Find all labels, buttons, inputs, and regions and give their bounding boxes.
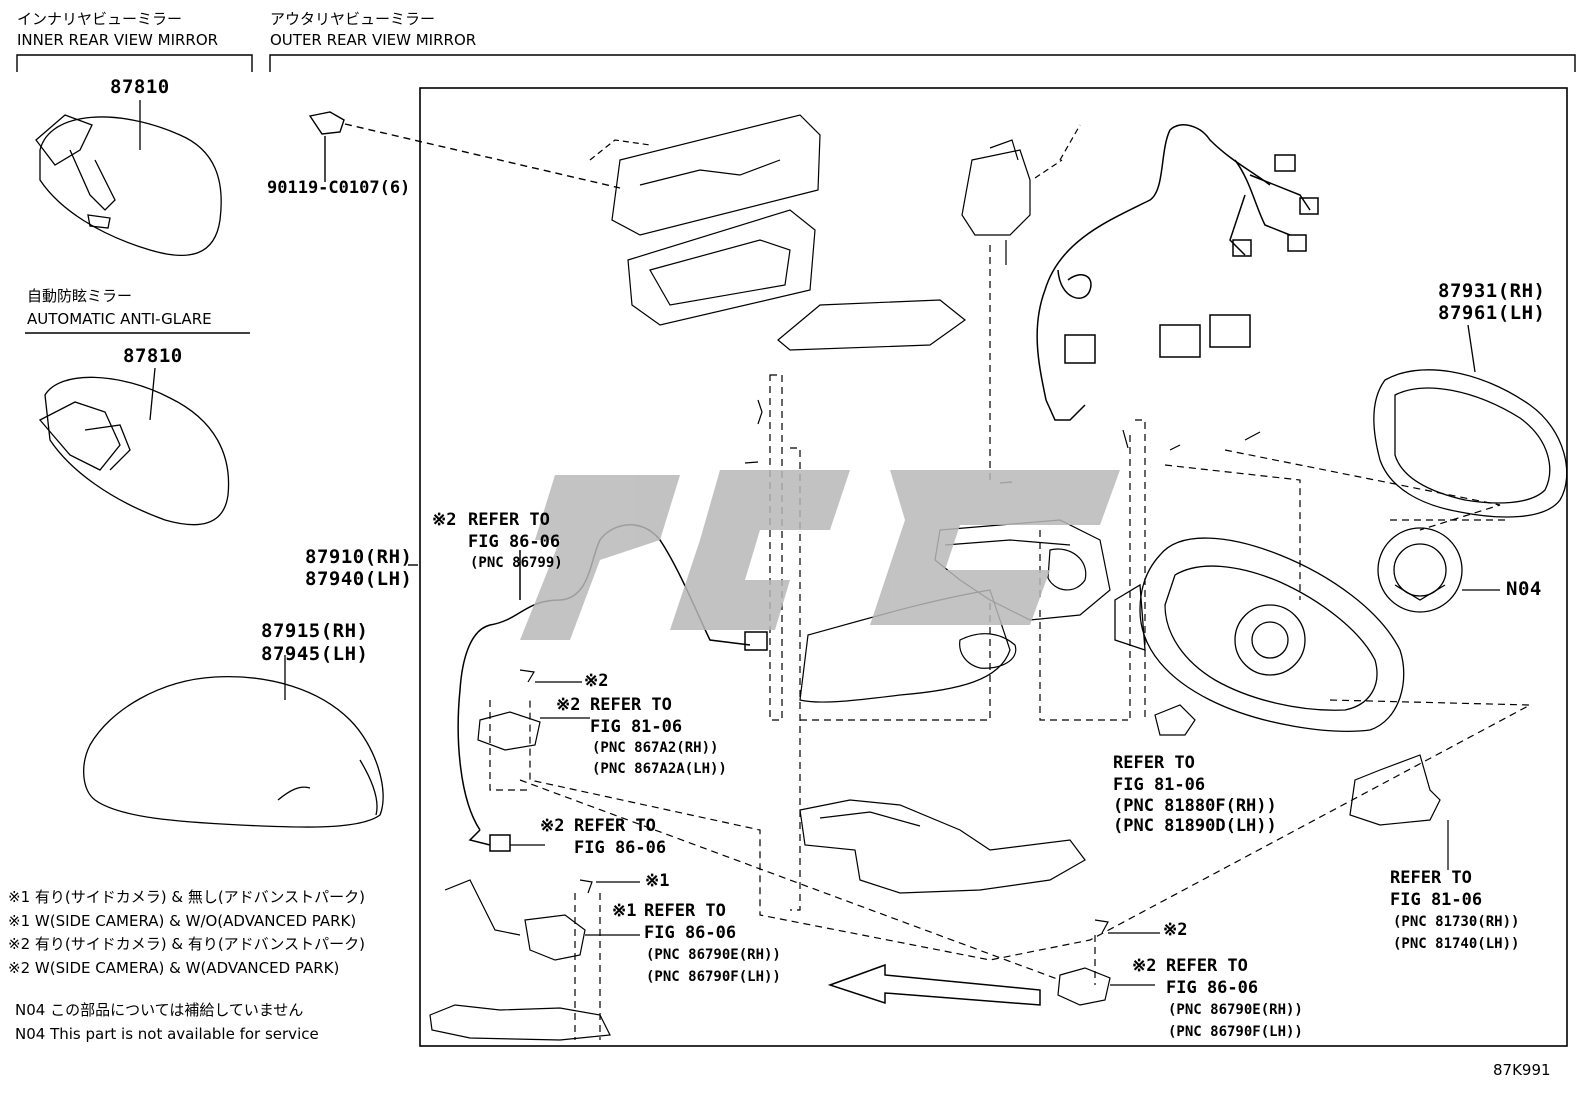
- ref5-line1[interactable]: REFER TO: [1113, 753, 1195, 773]
- ref4-line2[interactable]: FIG 86-06: [644, 923, 737, 943]
- note-4: ※2 W(SIDE CAMERA) & W(ADVANCED PARK): [8, 959, 340, 977]
- ref1-line3[interactable]: (PNC 86799): [470, 555, 563, 571]
- outer-mirror-title-en: OUTER REAR VIEW MIRROR: [270, 31, 477, 49]
- ref7-line2[interactable]: FIG 86-06: [1166, 978, 1259, 998]
- ref2-mark: ※2: [556, 695, 581, 715]
- part-n04[interactable]: N04: [1506, 578, 1542, 600]
- ref3-mark: ※2: [540, 816, 565, 836]
- actuator-drawing: [961, 124, 1081, 480]
- inner-mirror-drawing: [35, 100, 222, 257]
- ref1-mark: ※2: [432, 510, 457, 530]
- star-leaders: [510, 681, 1160, 934]
- ref4-line3[interactable]: (PNC 86790E(RH)): [646, 947, 781, 963]
- ref7-mark: ※2: [1132, 956, 1157, 976]
- part-87961[interactable]: 87961(LH): [1438, 302, 1546, 324]
- ref7-star: ※2: [1163, 920, 1188, 940]
- lower-garnish-drawing: [799, 799, 1086, 894]
- antiglare-title-jp: 自動防眩ミラー: [27, 287, 133, 305]
- ref5-line4[interactable]: (PNC 81890D(LH)): [1113, 816, 1277, 836]
- bracket-plate-drawing: [589, 114, 966, 351]
- note-5: N04 この部品については補給していません: [15, 1001, 304, 1019]
- mirror-cover-drawing: [83, 655, 384, 828]
- wire-harness-drawing: [1036, 124, 1319, 421]
- dashed-guides: [489, 374, 1533, 1040]
- outer-mirror-bracket: [269, 54, 1576, 72]
- note-2: ※1 W(SIDE CAMERA) & W/O(ADVANCED PARK): [8, 912, 357, 930]
- ref7-line3[interactable]: (PNC 86790E(RH)): [1168, 1002, 1303, 1018]
- part-87945[interactable]: 87945(LH): [261, 643, 369, 665]
- part-87940[interactable]: 87940(LH): [305, 568, 413, 590]
- inner-mirror-title-en: INNER REAR VIEW MIRROR: [17, 31, 219, 49]
- part-87910[interactable]: 87910(RH): [305, 546, 413, 568]
- ref2-line2[interactable]: FIG 81-06: [590, 717, 683, 737]
- turn-signal-drawing: [1349, 754, 1449, 870]
- outer-mirror-title-jp: アウタリヤビューミラー: [270, 10, 436, 28]
- note-3: ※2 有り(サイドカメラ) & 有り(アドバンストパーク): [8, 935, 365, 953]
- part-87810-b[interactable]: 87810: [123, 345, 183, 367]
- mirror-housing-drawing: [1114, 537, 1405, 732]
- camera-parts-drawing: [429, 704, 1196, 1041]
- mirror-glass-drawing: [1373, 324, 1568, 518]
- ref7-line1[interactable]: REFER TO: [1166, 956, 1248, 976]
- ref5-line2[interactable]: FIG 81-06: [1113, 775, 1206, 795]
- ref5-line3[interactable]: (PNC 81880F(RH)): [1113, 796, 1277, 816]
- ref2-line3[interactable]: (PNC 867A2(RH)): [592, 740, 719, 756]
- ref6-line4[interactable]: (PNC 81740(LH)): [1393, 936, 1520, 952]
- inner-mirror-bracket: [16, 54, 253, 72]
- ref2-line1[interactable]: REFER TO: [590, 695, 672, 715]
- ref4-star: ※1: [645, 871, 670, 891]
- ref6-line2[interactable]: FIG 81-06: [1390, 890, 1483, 910]
- ref3-line2[interactable]: FIG 86-06: [574, 838, 667, 858]
- figure-id: 87K991: [1493, 1061, 1551, 1079]
- ref4-line4[interactable]: (PNC 86790F(LH)): [646, 969, 781, 985]
- ref1-line2[interactable]: FIG 86-06: [468, 532, 561, 552]
- note-1: ※1 有り(サイドカメラ) & 無し(アドバンストパーク): [8, 888, 365, 906]
- n04-unit-drawing: [1377, 527, 1500, 613]
- note-6: N04 This part is not available for servi…: [15, 1025, 319, 1043]
- ref2-star: ※2: [584, 671, 609, 691]
- ref3-line1[interactable]: REFER TO: [574, 816, 656, 836]
- part-87931[interactable]: 87931(RH): [1438, 280, 1546, 302]
- antiglare-title-en: AUTOMATIC ANTI-GLARE: [27, 310, 212, 328]
- part-90119[interactable]: 90119-C0107(6): [267, 178, 411, 198]
- part-87915[interactable]: 87915(RH): [261, 620, 369, 642]
- ref2-line4[interactable]: (PNC 867A2A(LH)): [592, 761, 727, 777]
- screw-90119-drawing: [308, 111, 621, 189]
- inner-mirror-title-jp: インナリヤビューミラー: [17, 10, 183, 28]
- ref6-line3[interactable]: (PNC 81730(RH)): [1393, 914, 1520, 930]
- ref7-line4[interactable]: (PNC 86790F(LH)): [1168, 1024, 1303, 1040]
- direction-arrow: [827, 963, 1041, 1006]
- outer-mirror-frame: [419, 87, 1568, 1047]
- ref4-mark: ※1: [612, 901, 637, 921]
- antiglare-mirror-drawing: [38, 367, 230, 526]
- ref1-line1[interactable]: REFER TO: [468, 510, 550, 530]
- ref6-line1[interactable]: REFER TO: [1390, 868, 1472, 888]
- part-87810-a[interactable]: 87810: [110, 76, 170, 98]
- ref4-line1[interactable]: REFER TO: [644, 901, 726, 921]
